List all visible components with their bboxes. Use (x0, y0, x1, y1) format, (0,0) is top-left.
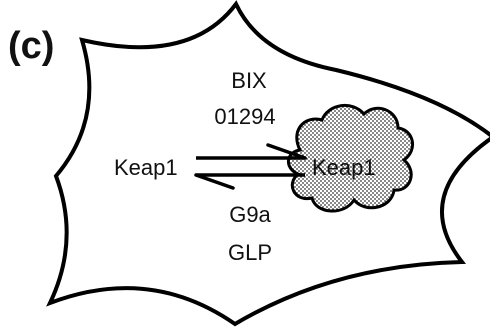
equilibrium-arrows (194, 143, 307, 190)
free-keap1-label: Keap1 (114, 155, 178, 180)
aggregated-keap1-label: Keap1 (312, 155, 376, 180)
panel-label: (c) (8, 25, 54, 67)
forward-harpoon-barb (266, 143, 307, 160)
cell-outline (46, 0, 490, 327)
inhibitor-name-line2: 01294 (214, 104, 275, 129)
inhibitor-name-line1: BIX (231, 68, 267, 93)
enzyme-name-line2: GLP (228, 240, 272, 265)
aggregate-cloud (287, 104, 414, 213)
reverse-harpoon-barb (194, 173, 235, 190)
enzyme-name-line1: G9a (229, 202, 271, 227)
